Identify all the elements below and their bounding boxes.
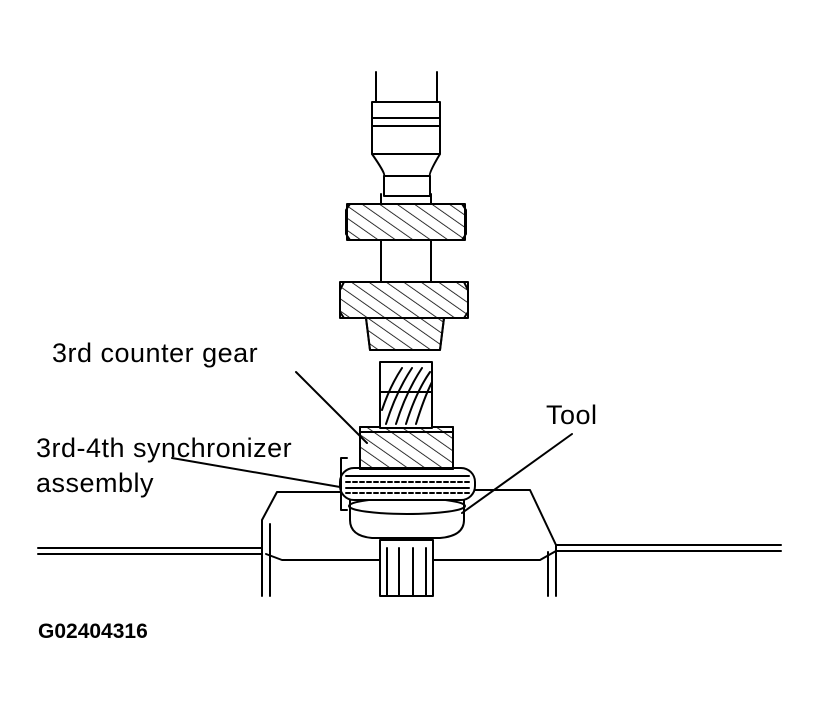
second-gear	[339, 281, 469, 319]
leader-tool	[461, 433, 573, 514]
label-tool: Tool	[546, 400, 598, 430]
figure-id: G02404316	[38, 620, 148, 643]
helical-gear-shaft	[379, 361, 433, 429]
small-gear	[365, 317, 445, 351]
label-synchronizer-line2: assembly	[36, 468, 155, 498]
press-ram	[371, 71, 441, 197]
top-gear	[345, 203, 467, 241]
synchronizer-bracket	[340, 457, 348, 511]
leader-synchronizer	[171, 457, 341, 488]
tool-sleeve	[348, 497, 466, 539]
label-3rd-counter-gear: 3rd counter gear	[52, 338, 259, 368]
leader-counter-gear	[295, 371, 368, 444]
press-base	[37, 489, 782, 597]
counter-gear-3rd	[359, 426, 454, 470]
label-synchronizer-line1: 3rd-4th synchronizer	[36, 433, 293, 463]
synchronizer-rings	[339, 467, 476, 501]
